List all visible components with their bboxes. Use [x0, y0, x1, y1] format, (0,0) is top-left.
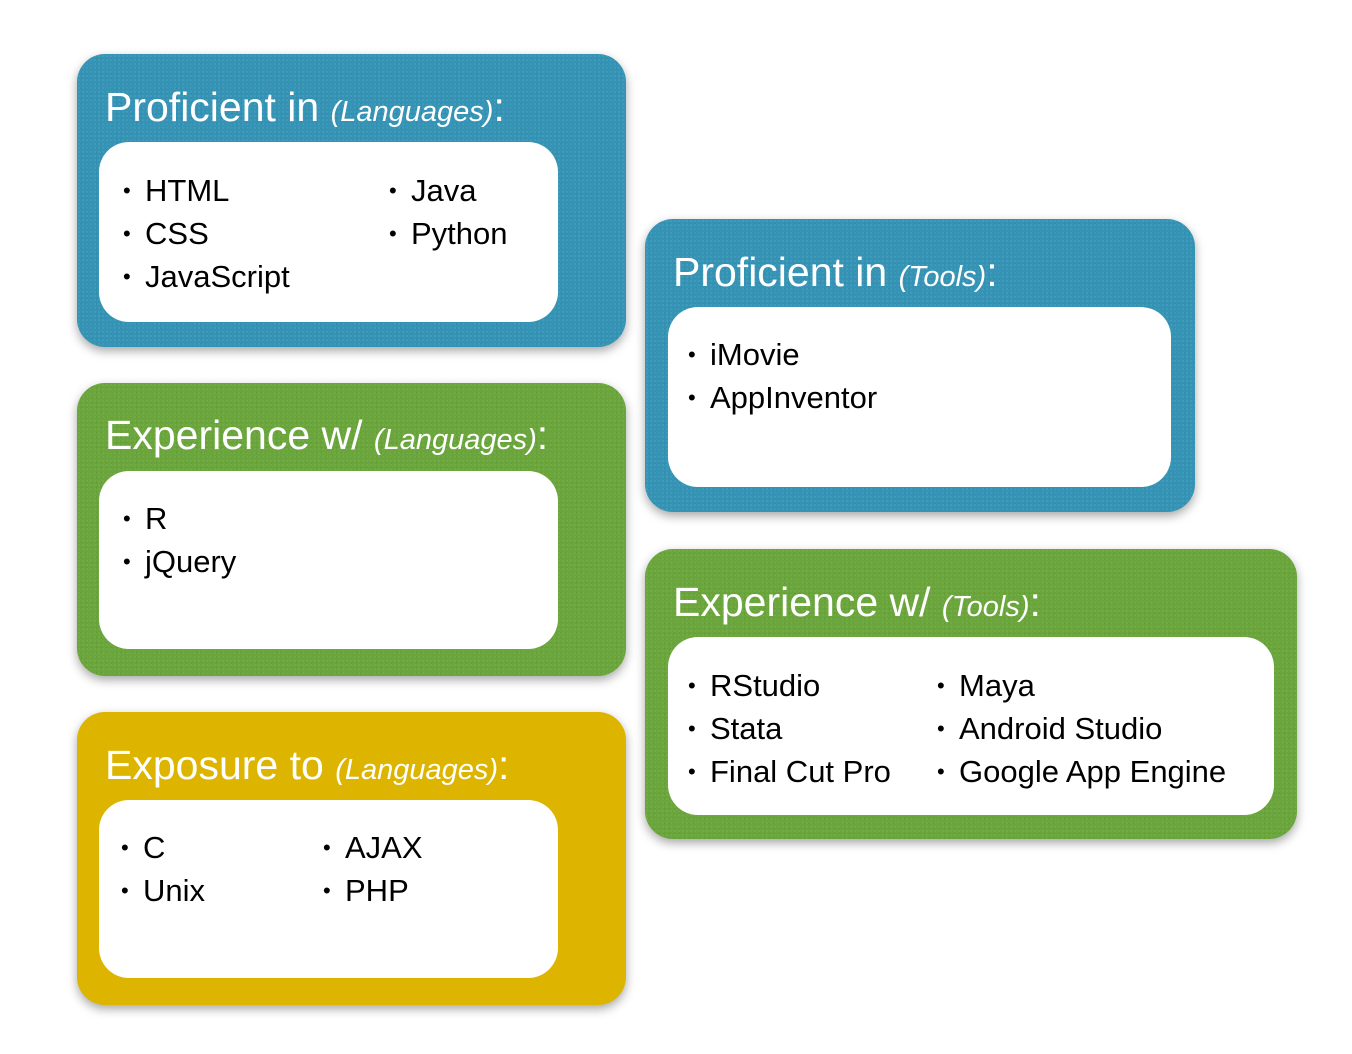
skill-label: Final Cut Pro [710, 754, 891, 789]
card-title: Proficient in (Languages): [105, 87, 505, 128]
skill-label: Google App Engine [959, 754, 1227, 789]
title-suffix: : [536, 412, 549, 458]
skill-label: Maya [959, 668, 1035, 703]
skill-label: JavaScript [145, 259, 290, 294]
card-experience-languages: Experience w/ (Languages): •R•jQuery [77, 383, 626, 676]
skills-column-1: • HTML • CSS • JavaScript [123, 174, 290, 303]
skill-list-item: • Java [389, 174, 508, 217]
card-proficient-languages: Proficient in (Languages): • HTML • CSS • Jav… [77, 54, 626, 347]
skills-panel: • HTML • CSS • JavaScript • Java • Python [99, 142, 558, 322]
title-suffix: : [498, 742, 510, 788]
skills-panel: • iMovie • AppInventor [668, 307, 1171, 487]
skill-label: CSS [145, 216, 209, 251]
bullet-icon: • [688, 385, 696, 410]
skills-column-1: •C•Unix [121, 831, 205, 917]
skill-label: Python [411, 216, 508, 251]
card-title: Proficient in (Tools): [673, 252, 998, 293]
skill-list-item: • AppInventor [688, 381, 877, 424]
skills-panel: •C•Unix •AJAX•PHP [99, 800, 558, 978]
skills-panel: •R•jQuery [99, 471, 558, 649]
card-proficient-tools: Proficient in (Tools): • iMovie • AppInvent… [645, 219, 1195, 512]
skill-label: AJAX [345, 830, 423, 865]
skill-list-item: • iMovie [688, 338, 877, 381]
skills-panel: • RStudio • Stata • Final Cut Pro • Maya • Andro… [668, 637, 1274, 815]
skill-list-item: • HTML [123, 174, 290, 217]
skill-list-item: • JavaScript [123, 260, 290, 303]
title-text: Proficient in [673, 249, 899, 295]
skill-list-item: • Unix [121, 874, 205, 917]
title-qualifier: (Languages) [335, 754, 499, 786]
skill-label: C [143, 830, 166, 865]
skill-list-item: •R [123, 502, 236, 545]
skill-list-item: • CSS [123, 217, 290, 260]
title-text: Proficient in [105, 84, 331, 130]
card-experience-tools: Experience w/ (Tools): • RStudio • Stata • Fi… [645, 549, 1297, 839]
skill-label: jQuery [145, 544, 237, 579]
skills-column-2: • Maya • Android Studio • Google App Engine [937, 669, 1226, 798]
skill-list-item: • jQuery [123, 545, 236, 588]
bullet-icon: • [123, 506, 131, 531]
skill-list-item: • AJAX [323, 831, 423, 874]
skill-list-item: • Stata [688, 712, 891, 755]
skills-column-1: • RStudio • Stata • Final Cut Pro [688, 669, 891, 798]
skill-label: HTML [145, 173, 230, 208]
bullet-icon: • [121, 835, 129, 860]
bullet-icon: • [937, 673, 945, 698]
title-qualifier: (Languages) [330, 96, 494, 128]
title-qualifier: (Tools) [898, 261, 987, 293]
skill-label: PHP [345, 873, 409, 908]
skill-label: AppInventor [710, 380, 878, 415]
skill-list-item: • Final Cut Pro [688, 755, 891, 798]
bullet-icon: • [688, 342, 696, 367]
skill-list-item: • Google App Engine [937, 755, 1226, 798]
title-qualifier: (Languages) [373, 424, 537, 456]
bullet-icon: • [121, 878, 129, 903]
skill-list-item: • Python [389, 217, 508, 260]
bullet-icon: • [323, 878, 331, 903]
title-text: Exposure to [105, 742, 336, 788]
bullet-icon: • [937, 716, 945, 741]
bullet-icon: • [123, 549, 131, 574]
skills-column-2: • Java • Python [389, 174, 508, 260]
bullet-icon: • [389, 221, 397, 246]
bullet-icon: • [688, 673, 696, 698]
card-exposure-languages: Exposure to (Languages): •C•Unix •AJAX•P… [77, 712, 626, 1005]
title-text: Experience w/ [105, 412, 374, 458]
skill-label: iMovie [710, 337, 800, 372]
title-qualifier: (Tools) [941, 591, 1030, 623]
skill-list-item: • Android Studio [937, 712, 1226, 755]
card-title: Experience w/ (Tools): [673, 582, 1041, 623]
title-suffix: : [493, 84, 505, 130]
skills-column-1: • iMovie • AppInventor [688, 338, 877, 424]
skill-list-item: • RStudio [688, 669, 891, 712]
skill-label: R [145, 501, 168, 536]
bullet-icon: • [389, 178, 397, 203]
title-text: Experience w/ [673, 579, 942, 625]
skill-label: Stata [710, 711, 783, 746]
skill-list-item: • Maya [937, 669, 1226, 712]
skill-label: Android Studio [959, 711, 1163, 746]
bullet-icon: • [123, 178, 131, 203]
bullet-icon: • [688, 716, 696, 741]
bullet-icon: • [123, 264, 131, 289]
skill-label: RStudio [710, 668, 821, 703]
bullet-icon: • [937, 759, 945, 784]
skill-list-item: • PHP [323, 874, 423, 917]
skill-label: Java [411, 173, 477, 208]
skill-list-item: •C [121, 831, 205, 874]
skills-column-2: • AJAX • PHP [323, 831, 423, 917]
bullet-icon: • [123, 221, 131, 246]
skills-column-1: •R•jQuery [123, 502, 236, 588]
skill-label: Unix [143, 873, 206, 908]
card-title: Exposure to (Languages): [105, 745, 509, 786]
title-suffix: : [986, 249, 998, 295]
bullet-icon: • [688, 759, 696, 784]
bullet-icon: • [323, 835, 331, 860]
card-title: Experience w/ (Languages): [105, 415, 548, 456]
title-suffix: : [1029, 579, 1041, 625]
